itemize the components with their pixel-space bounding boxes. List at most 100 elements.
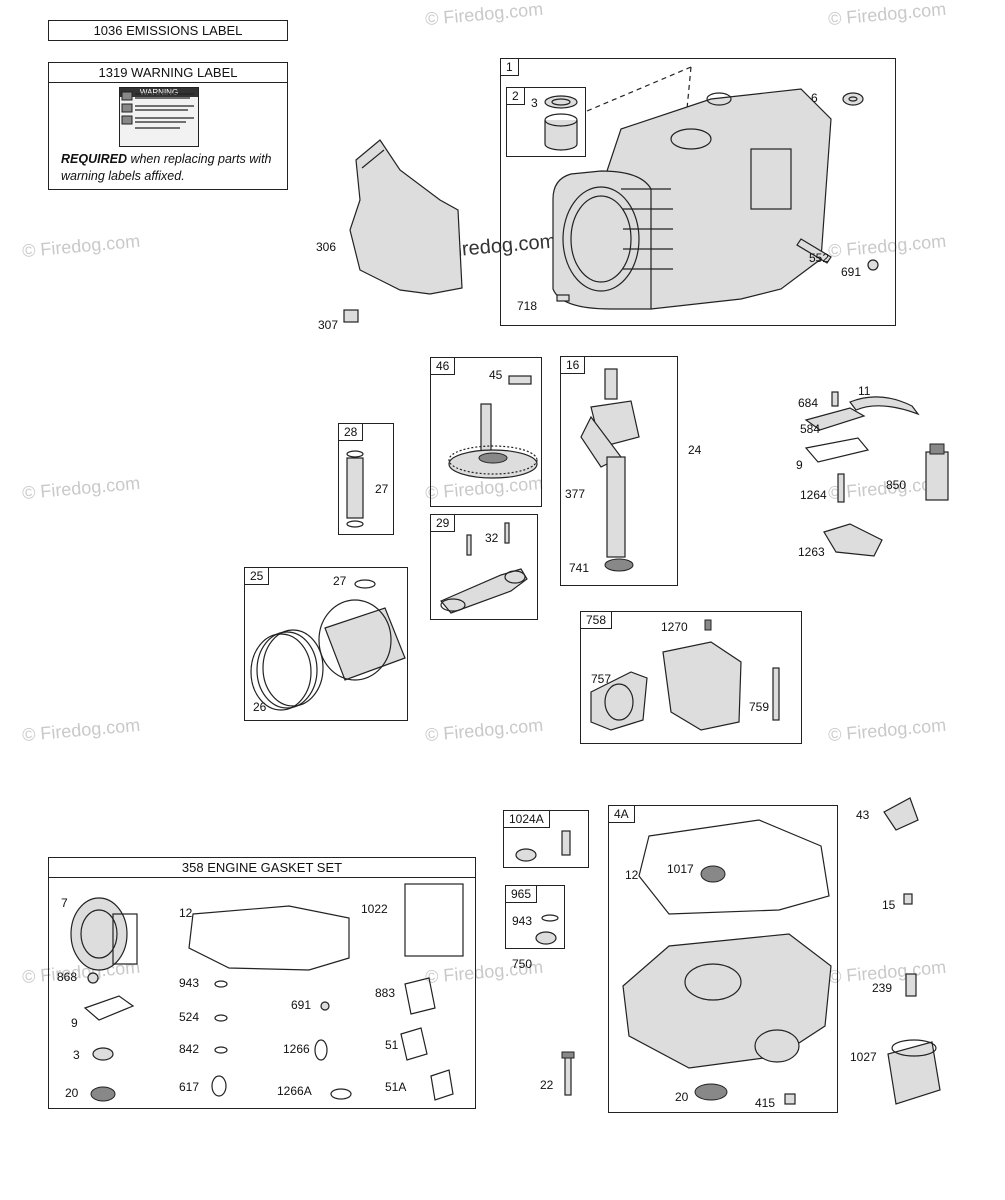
connecting-rod-box: 29 32 xyxy=(430,514,538,620)
gasket-callout-617: 617 xyxy=(179,1080,200,1094)
callout-15: 15 xyxy=(882,898,896,912)
gasket-callout-1022: 1022 xyxy=(361,902,388,916)
sleeve-subbox: 2 3 xyxy=(506,87,586,157)
callout-758: 758 xyxy=(581,612,613,629)
callout-27-rings: 27 xyxy=(375,482,389,496)
gasket-callout-12: 12 xyxy=(179,906,193,920)
callout-32: 32 xyxy=(485,531,499,545)
warning-sticker-lines xyxy=(121,91,194,129)
gasket-callout-1266A: 1266A xyxy=(277,1084,312,1098)
camshaft-box: 46 45 xyxy=(430,357,542,507)
gasket-callout-20: 20 xyxy=(65,1086,79,1100)
callout-1024A: 1024A xyxy=(504,811,550,828)
gasket-set-title: 358 ENGINE GASKET SET xyxy=(49,858,475,878)
watermark: © Firedog.com xyxy=(424,714,544,746)
governor-box: 1024A xyxy=(503,810,589,868)
engine-block-drawing xyxy=(552,66,879,310)
watermark: © Firedog.com xyxy=(21,472,141,504)
callout-1017: 1017 xyxy=(667,862,694,876)
emissions-label-box: 1036 EMISSIONS LABEL xyxy=(48,20,288,41)
sump-box: 4A 12 1017 20 415 xyxy=(608,805,838,1113)
callout-22: 22 xyxy=(540,1078,554,1092)
callout-43: 43 xyxy=(856,808,870,822)
callout-306: 306 xyxy=(316,240,337,254)
gasket-callout-51: 51 xyxy=(385,1038,399,1052)
callout-9-breather: 9 xyxy=(796,458,803,472)
callout-16: 16 xyxy=(561,357,586,374)
gasket-set-drawing xyxy=(70,883,464,1102)
callout-239: 239 xyxy=(872,981,893,995)
callout-850: 850 xyxy=(886,478,907,492)
gasket-callout-524: 524 xyxy=(179,1010,200,1024)
callout-28: 28 xyxy=(339,424,364,441)
callout-584: 584 xyxy=(800,422,821,436)
callout-943-cover: 943 xyxy=(512,914,533,928)
callout-965: 965 xyxy=(506,886,538,903)
callout-29: 29 xyxy=(431,515,456,532)
wrist-pin-drawing xyxy=(346,450,364,528)
callout-684: 684 xyxy=(798,396,819,410)
watermark: © Firedog.com xyxy=(21,230,141,262)
callout-757: 757 xyxy=(591,672,612,686)
callout-691: 691 xyxy=(841,265,862,279)
gasket-callout-51A: 51A xyxy=(385,1080,407,1094)
sleeve-drawing xyxy=(544,95,578,151)
governor-drawing xyxy=(515,830,571,862)
required-text: when replacing parts with warning labels… xyxy=(61,152,272,183)
watermark: © Firedog.com xyxy=(827,714,947,746)
cover-plate-box: 965 943 xyxy=(505,885,565,949)
gasket-callout-3: 3 xyxy=(73,1048,80,1062)
gasket-set-box: 358 ENGINE GASKET SET 7 12 1022 868 943 … xyxy=(48,857,476,1109)
gasket-callout-943: 943 xyxy=(179,976,200,990)
callout-4A: 4A xyxy=(609,806,635,823)
callout-377: 377 xyxy=(565,487,586,501)
watermark: © Firedog.com xyxy=(424,0,544,30)
callout-25: 25 xyxy=(245,568,270,585)
watermark: © Firedog.com xyxy=(21,714,141,746)
callout-26: 26 xyxy=(253,700,267,714)
callout-750: 750 xyxy=(512,957,533,971)
gasket-callout-1266: 1266 xyxy=(283,1042,310,1056)
callout-11: 11 xyxy=(858,384,871,398)
callout-45: 45 xyxy=(489,368,503,382)
callout-2: 2 xyxy=(507,88,525,105)
callout-24: 24 xyxy=(688,443,702,457)
gasket-callout-868: 868 xyxy=(57,970,78,984)
callout-718: 718 xyxy=(517,299,538,313)
warning-sticker: WARNING xyxy=(119,87,199,147)
piston-drawing xyxy=(250,579,406,711)
watermark: © Firedog.com xyxy=(827,0,947,30)
callout-741: 741 xyxy=(569,561,590,575)
sump-drawing xyxy=(622,819,832,1105)
warning-label-box: 1319 WARNING LABEL WARNING REQUIRED when… xyxy=(48,62,288,190)
callout-1027: 1027 xyxy=(850,1050,877,1064)
gasket-callout-7: 7 xyxy=(61,896,68,910)
callout-12-sump: 12 xyxy=(625,868,639,882)
gasket-callout-842: 842 xyxy=(179,1042,200,1056)
emissions-label-title: 1036 EMISSIONS LABEL xyxy=(93,23,243,38)
callout-1270: 1270 xyxy=(661,620,688,634)
intake-drawing xyxy=(590,619,780,731)
required-bold: REQUIRED xyxy=(61,152,127,166)
callout-552: 552 xyxy=(809,251,830,265)
camshaft-drawing xyxy=(448,375,538,479)
callout-27-piston: 27 xyxy=(333,574,347,588)
callout-1263: 1263 xyxy=(798,545,825,559)
warning-sticker-title: WARNING xyxy=(120,88,198,97)
callout-307: 307 xyxy=(318,318,339,332)
callout-3: 3 xyxy=(531,96,538,110)
intake-box: 758 1270 757 759 xyxy=(580,611,802,744)
wrist-pin-box: 28 27 xyxy=(338,423,394,535)
callout-1264: 1264 xyxy=(800,488,827,502)
crankshaft-box: 16 377 741 xyxy=(560,356,678,586)
gasket-callout-9: 9 xyxy=(71,1016,78,1030)
piston-box: 25 27 26 xyxy=(244,567,408,721)
warning-label-title: 1319 WARNING LABEL xyxy=(49,63,287,83)
crankshaft-drawing xyxy=(580,368,640,572)
connecting-rod-drawing xyxy=(440,522,528,614)
callout-1: 1 xyxy=(501,59,519,76)
callout-46: 46 xyxy=(431,358,456,375)
callout-415: 415 xyxy=(755,1096,776,1110)
gasket-callout-691: 691 xyxy=(291,998,312,1012)
engine-block-box: 1 2 3 6 552 691 718 xyxy=(500,58,896,326)
